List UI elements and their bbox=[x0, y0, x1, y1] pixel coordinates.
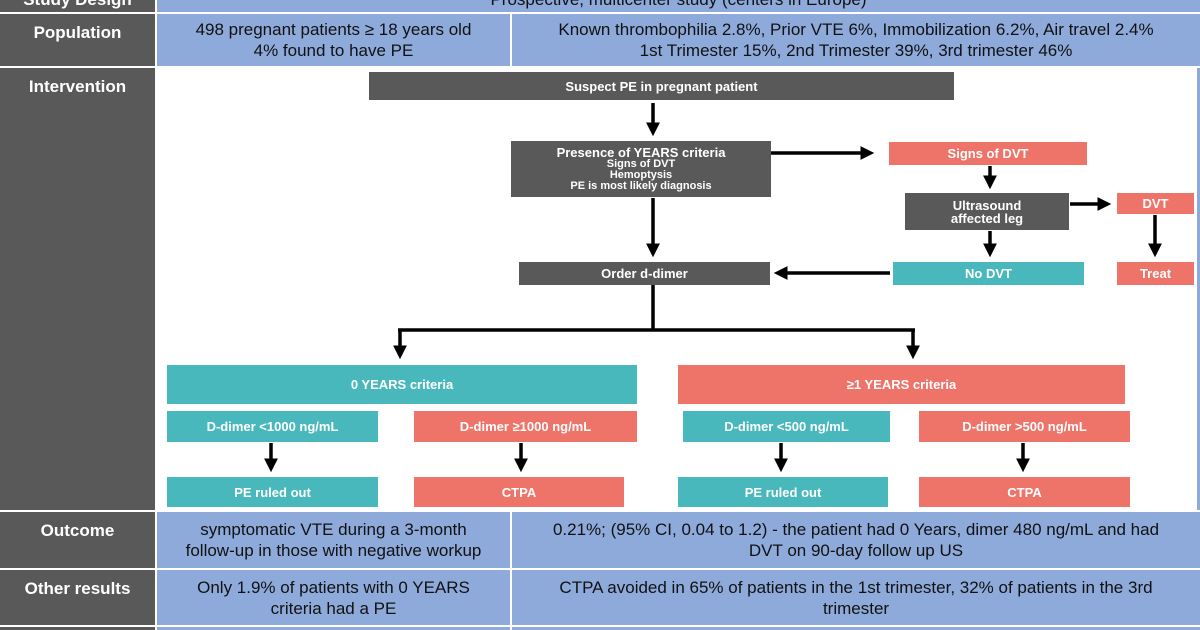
ctpa-box: CTPA bbox=[414, 477, 624, 507]
population-col3-line: Known thrombophilia 2.8%, Prior VTE 6%, … bbox=[558, 20, 1154, 39]
next-row-label bbox=[0, 627, 155, 630]
years-title: Presence of YEARS criteria bbox=[556, 145, 726, 160]
next-row-cell bbox=[512, 627, 1200, 630]
next-row-cell bbox=[157, 627, 510, 630]
suspect-pe-box: Suspect PE in pregnant patient bbox=[369, 72, 954, 100]
population-col3: Known thrombophilia 2.8%, Prior VTE 6%, … bbox=[512, 14, 1200, 66]
other-col3-line: CTPA avoided in 65% of patients in the 1… bbox=[559, 577, 1153, 597]
years-item: PE is most likely diagnosis bbox=[570, 180, 712, 192]
other-col2-line: Only 1.9% of patients with 0 YEARS bbox=[197, 577, 470, 597]
population-col2-line: 4% found to have PE bbox=[253, 41, 414, 60]
population-col3-line: 1st Trimester 15%, 2nd Trimester 39%, 3r… bbox=[639, 41, 1073, 60]
outcome-col2-line: follow-up in those with negative workup bbox=[185, 541, 482, 560]
ultrasound-line: Ultrasound bbox=[952, 197, 1022, 213]
other-col2-line: criteria had a PE bbox=[270, 598, 397, 618]
years-criteria-box: Presence of YEARS criteria Signs of DVT … bbox=[511, 141, 771, 197]
signs-of-dvt-box: Signs of DVT bbox=[889, 142, 1087, 165]
row-label-other-results: Other results bbox=[0, 570, 155, 625]
one-plus-years-box: ≥1 YEARS criteria bbox=[678, 365, 1125, 404]
intervention-border bbox=[1197, 68, 1200, 510]
ultrasound-box: Ultrasound affected leg bbox=[905, 193, 1069, 230]
row-label-intervention: Intervention bbox=[0, 68, 155, 510]
population-col2: 498 pregnant patients ≥ 18 years old 4% … bbox=[157, 14, 510, 66]
population-col2-line: 498 pregnant patients ≥ 18 years old bbox=[195, 20, 472, 39]
outcome-col3-line: DVT on 90-day follow up US bbox=[748, 541, 964, 560]
outcome-col2-line: symptomatic VTE during a 3-month bbox=[200, 520, 467, 539]
study-design-value: Prospective, multicenter study (centers … bbox=[157, 0, 1200, 12]
ddimer-lt1000-box: D-dimer <1000 ng/mL bbox=[167, 411, 378, 442]
other-col3: CTPA avoided in 65% of patients in the 1… bbox=[512, 570, 1200, 625]
pe-ruled-out-box: PE ruled out bbox=[167, 477, 378, 507]
order-ddimer-box: Order d-dimer bbox=[519, 262, 770, 285]
row-label-outcome: Outcome bbox=[0, 512, 155, 568]
dvt-box: DVT bbox=[1117, 193, 1194, 214]
outcome-col3-line: 0.21%; (95% CI, 0.04 to 1.2) - the patie… bbox=[552, 520, 1160, 539]
years-item: Hemoptysis bbox=[609, 169, 673, 181]
pe-ruled-out-box: PE ruled out bbox=[678, 477, 888, 507]
treat-box: Treat bbox=[1117, 262, 1194, 285]
outcome-col2: symptomatic VTE during a 3-month follow-… bbox=[157, 512, 510, 568]
outcome-col3: 0.21%; (95% CI, 0.04 to 1.2) - the patie… bbox=[512, 512, 1200, 568]
ddimer-ge1000-box: D-dimer ≥1000 ng/mL bbox=[414, 411, 637, 442]
ddimer-gt500-box: D-dimer >500 ng/mL bbox=[919, 411, 1130, 442]
zero-years-box: 0 YEARS criteria bbox=[167, 365, 637, 404]
row-label-population: Population bbox=[0, 14, 155, 66]
other-col2: Only 1.9% of patients with 0 YEARS crite… bbox=[157, 570, 510, 625]
ddimer-lt500-box: D-dimer <500 ng/mL bbox=[683, 411, 890, 442]
no-dvt-box: No DVT bbox=[893, 262, 1084, 285]
row-label-study-design: Study Design bbox=[0, 0, 155, 12]
ctpa-box: CTPA bbox=[919, 477, 1130, 507]
years-item: Signs of DVT bbox=[606, 158, 676, 170]
other-col3-line: trimester bbox=[822, 598, 890, 618]
ultrasound-line: affected leg bbox=[950, 210, 1024, 226]
